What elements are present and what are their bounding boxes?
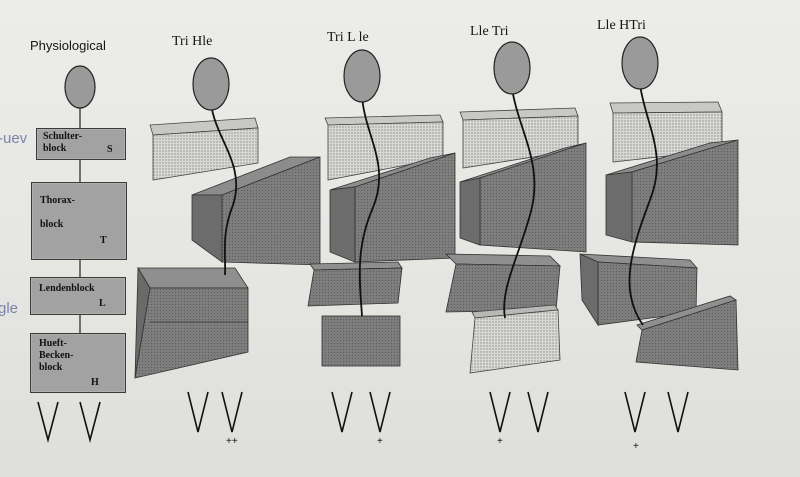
- column-tri-lle: [307, 49, 456, 367]
- shoulder-block-label: Schulter- block: [43, 131, 83, 154]
- head-ellipse: [621, 36, 659, 90]
- mark-col4: +: [633, 441, 639, 452]
- mark-col1: ++: [226, 436, 238, 447]
- lumbar-block-label: Lendenblock: [39, 283, 95, 294]
- hip-block: Hueft- Becken- block H: [30, 333, 126, 393]
- foot-marks: [37, 391, 689, 444]
- shoulder-block: Schulter- block S: [36, 128, 126, 160]
- thorax-block-label: Thorax- block: [40, 195, 75, 230]
- lumbar-block-letter: L: [99, 298, 106, 309]
- column-lle-htri: [579, 36, 739, 371]
- title-physiological: Physiological: [30, 38, 106, 53]
- title-col2: Tri L le: [327, 30, 369, 45]
- column-tri-hle: [134, 57, 321, 379]
- title-col1: Tri Hle: [172, 34, 213, 49]
- thorax-block-letter: T: [100, 235, 107, 246]
- mark-col2: +: [377, 436, 383, 447]
- margin-text-mid: gle: [0, 300, 19, 317]
- title-col4: Lle HTri: [597, 18, 646, 33]
- head-ellipse: [493, 41, 531, 95]
- lumbar-block: Lendenblock L: [30, 277, 126, 315]
- head-ellipse: [192, 57, 230, 111]
- physiological-column: [64, 65, 96, 333]
- head-ellipse: [343, 49, 381, 103]
- hip-block-label: Hueft- Becken- block: [39, 338, 74, 373]
- title-col3: Lle Tri: [470, 24, 509, 39]
- margin-text-top: -uev: [0, 130, 28, 147]
- column-lle-tri: [445, 41, 587, 374]
- hip-block-letter: H: [91, 377, 99, 388]
- mark-col3: +: [497, 436, 503, 447]
- head-ellipse: [64, 65, 96, 109]
- thorax-block: Thorax- block T: [31, 182, 127, 260]
- shoulder-block-letter: S: [107, 144, 113, 155]
